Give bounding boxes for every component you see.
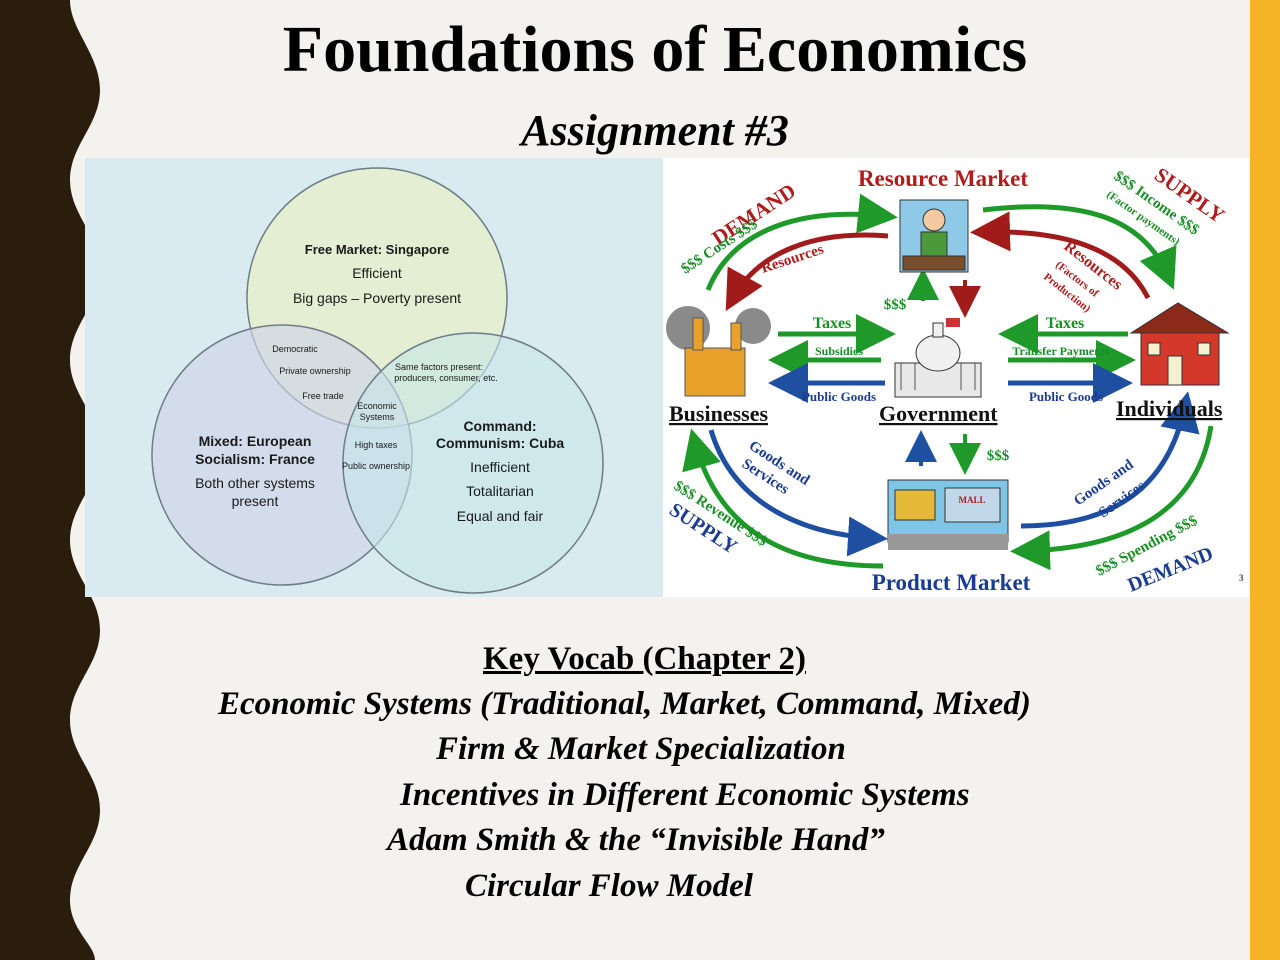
mall-sign-text: MALL: [959, 495, 986, 505]
businesses-label: Businesses: [669, 401, 768, 426]
vocab-item-4: Adam Smith & the “Invisible Hand”: [387, 822, 885, 858]
capitol-building-icon: [894, 318, 982, 398]
free-market-title: Free Market: Singapore: [305, 242, 450, 257]
mixed-line1: Both other systems: [195, 475, 315, 491]
overlap-free-command-1: Same factors present:: [395, 362, 483, 372]
arrow-goods-individuals: [1020, 391, 1200, 529]
arrow-resources-left: [725, 232, 889, 312]
overlap-free-mixed-3: Free trade: [302, 391, 344, 401]
overlap-mixed-command-1: High taxes: [355, 440, 398, 450]
vocab-item-3: Incentives in Different Economic Systems: [400, 777, 970, 813]
slide-subtitle: Assignment #3: [521, 106, 789, 155]
overlap-free-mixed-2: Private ownership: [279, 366, 351, 376]
arrow-income: [982, 204, 1177, 290]
arrow-revenue: [682, 428, 884, 569]
venn-circle-command: [342, 332, 604, 594]
command-line2: Totalitarian: [466, 483, 534, 499]
subsidies-label: Subsidies: [815, 344, 863, 358]
factory-icon: [666, 306, 771, 397]
right-accent-bar: [1250, 0, 1280, 960]
arrow-costs: [705, 193, 898, 291]
mixed-title-1: Mixed: European: [199, 433, 312, 449]
vocab-item-5: Circular Flow Model: [465, 868, 753, 904]
resource-market-icon: [899, 199, 969, 273]
mixed-line2: present: [232, 493, 279, 509]
economic-systems-venn-diagram: Free Market: Singapore Efficient Big gap…: [85, 158, 663, 597]
public-goods-right-label: Public Goods: [1029, 389, 1103, 404]
money-down-label: $$$: [987, 448, 1010, 464]
arrow-spending: [1010, 425, 1214, 571]
government-label: Government: [879, 401, 998, 426]
taxes-right-label: Taxes: [1046, 315, 1085, 332]
money-up-label: $$$: [884, 297, 907, 313]
page-number: 3: [1239, 573, 1244, 583]
wavy-left-border: [0, 0, 100, 960]
command-line1: Inefficient: [470, 459, 530, 475]
command-line3: Equal and fair: [457, 508, 544, 524]
transfer-payments-label: Transfer Payments: [1012, 344, 1110, 358]
resource-market-label: Resource Market: [858, 166, 1028, 191]
public-goods-left-label: Public Goods: [802, 389, 876, 404]
vocab-item-1: Economic Systems (Traditional, Market, C…: [218, 686, 1031, 722]
individuals-label: Individuals: [1116, 396, 1223, 421]
venn-center-2: Systems: [360, 412, 395, 422]
command-title-2: Communism: Cuba: [436, 435, 565, 451]
overlap-free-mixed-1: Democratic: [272, 344, 318, 354]
command-title-1: Command:: [463, 418, 536, 434]
overlap-free-command-2: producers, consumer, etc.: [394, 373, 498, 383]
overlap-mixed-command-2: Public ownership: [342, 461, 410, 471]
shopping-mall-icon: MALL: [887, 479, 1009, 550]
free-market-line2: Big gaps – Poverty present: [293, 290, 461, 306]
arrow-resources-right: [970, 211, 1151, 300]
circular-flow-diagram: MALL Resource Market Product Market Busi…: [663, 158, 1250, 597]
house-icon: [1129, 302, 1230, 386]
mixed-title-2: Socialism: France: [195, 451, 315, 467]
vocab-heading: Key Vocab (Chapter 2): [483, 641, 806, 677]
taxes-left-label: Taxes: [813, 315, 852, 332]
venn-center-1: Economic: [357, 401, 397, 411]
free-market-line1: Efficient: [352, 265, 402, 281]
arrow-goods-businesses: [708, 429, 888, 557]
slide-title: Foundations of Economics: [282, 13, 1028, 86]
product-market-label: Product Market: [872, 570, 1031, 595]
vocab-item-2: Firm & Market Specialization: [436, 731, 846, 767]
